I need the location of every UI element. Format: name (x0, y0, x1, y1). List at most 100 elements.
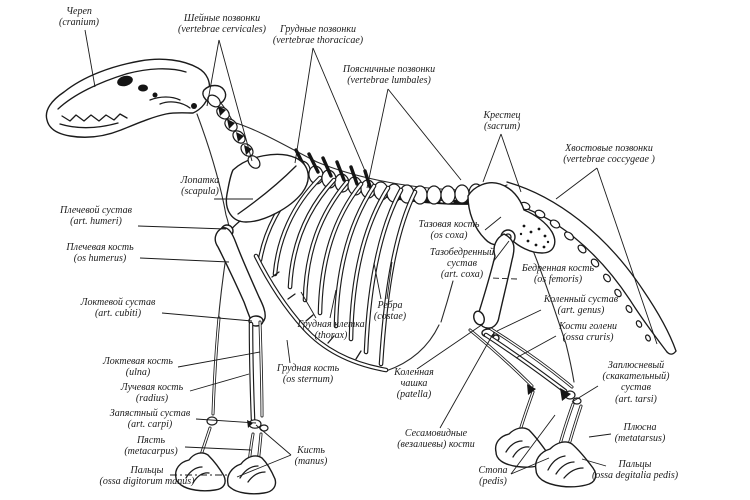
label-metacarpus: Пясть(metacarpus) (110, 435, 192, 457)
label-manus: Кисть(manus) (282, 445, 340, 467)
text-line: Тазобедренный (429, 247, 495, 258)
label-sternum: Грудная кость(os sternum) (266, 363, 350, 385)
text-line: Грудная клетка (297, 319, 365, 330)
text-line: (ossa degitalia pedis) (591, 470, 679, 482)
text-line: (везалиевы) кости (397, 439, 475, 451)
text-line: (os humerus) (73, 253, 127, 265)
text-line: (os sternum) (282, 374, 334, 386)
label-scapula: Лопатка(scapula) (165, 175, 235, 197)
text-line: Кости голени (558, 321, 618, 332)
label-cervical-vertebrae: Шейные позвонки(vertebrae cervicales) (166, 13, 278, 35)
text-line: Поясничные позвонки (342, 64, 436, 75)
label-ulna: Локтевая кость(ulna) (92, 356, 184, 378)
label-fore-digits: Пальцы(ossa digitorum manus) (88, 465, 206, 487)
text-line: Пальцы (618, 459, 652, 470)
text-line: (vertebrae coccygeae ) (563, 154, 655, 166)
text-line: (sacrum) (483, 121, 521, 133)
label-shin-bones: Кости голени(ossa cruris) (549, 321, 627, 343)
text-line: чашка (400, 378, 428, 390)
text-line: (ulna) (125, 367, 151, 379)
text-line: (thorax) (314, 330, 348, 342)
text-line: Коленный сустав (543, 294, 619, 305)
label-hind-digits: Пальцы(ossa degitalia pedis) (578, 459, 692, 481)
text-line: (art. cubiti) (94, 308, 142, 320)
label-metatarsus: Плюсна(metatarsus) (604, 422, 676, 444)
near-hind-leg (473, 233, 597, 488)
text-line: (radius) (135, 393, 169, 405)
text-line: Сесамовидные (404, 428, 468, 439)
label-cranium: Череп(cranium) (39, 6, 119, 28)
text-line: (vertebrae thoracicae) (272, 35, 364, 47)
label-tarsal-joint: Заплюсневый(скакательный)сустав(art. tar… (590, 360, 682, 405)
label-thorax: Грудная клетка(thorax) (285, 319, 377, 341)
text-line: (metatarsus) (614, 433, 666, 445)
text-line: (scapula) (181, 186, 219, 198)
near-front-leg (226, 320, 277, 495)
text-line: (скакательный) (602, 371, 670, 383)
scapula-bone (225, 153, 309, 235)
text-line: Пясть (136, 435, 166, 446)
far-front-leg (174, 316, 226, 492)
humerus-bone (214, 224, 266, 327)
text-line: Шейные позвонки (183, 13, 261, 24)
text-line: Стопа (478, 465, 508, 476)
text-line: Коленная (394, 367, 434, 378)
text-line: (art. tarsi) (615, 393, 657, 405)
ribcage (256, 176, 415, 370)
label-sacrum: Крестец(sacrum) (467, 110, 537, 132)
text-line: Плюсна (623, 422, 657, 433)
label-pelvic-bone: Тазовая кость(os coxa) (407, 219, 491, 241)
label-costae: Ребра(costae) (359, 300, 421, 322)
text-line: (art. coxa) (440, 269, 484, 281)
label-caudal-vertebrae: Хвостовые позвонки(vertebrae coccygeae ) (550, 143, 668, 165)
text-line: (art. carpi) (127, 419, 173, 431)
text-line: Крестец (483, 110, 521, 121)
text-line: (ossa cruris) (562, 332, 614, 344)
label-sesamoid-bones: Сесамовидные(везалиевы) кости (380, 428, 492, 450)
label-elbow-joint: Локтевой сустав(art. cubiti) (68, 297, 168, 319)
skull (45, 58, 211, 138)
text-line: Лопатка (180, 175, 220, 186)
text-line: Плечевая кость (66, 242, 134, 253)
text-line: (metacarpus) (124, 446, 178, 458)
text-line: Грудные позвонки (279, 24, 357, 35)
text-line: (vertebrae cervicales) (177, 24, 266, 36)
text-line: Хвостовые позвонки (565, 143, 653, 154)
text-line: (os femoris) (533, 274, 583, 286)
text-line: Плечевой сустав (60, 205, 132, 216)
text-line: Ребра (377, 300, 403, 311)
text-line: Череп (66, 6, 92, 17)
text-line: Локтевая кость (103, 356, 173, 367)
text-line: Запястный сустав (109, 408, 191, 419)
text-line: (costae) (373, 311, 407, 323)
text-line: Заплюсневый (607, 360, 665, 371)
text-line: (art. genus) (557, 305, 605, 317)
label-pes: Стопа(pedis) (470, 465, 516, 487)
text-line: (ossa digitorum manus) (99, 476, 195, 488)
text-line: сустав (447, 258, 477, 270)
text-line: (os coxa) (430, 230, 468, 242)
text-line: Локтевой сустав (80, 297, 156, 308)
text-line: (art. humeri) (70, 216, 122, 228)
label-carpal-joint: Запястный сустав(art. carpi) (98, 408, 202, 430)
label-shoulder-joint: Плечевой сустав(art. humeri) (48, 205, 144, 227)
text-line: Пальцы (130, 465, 164, 476)
label-radius: Лучевая кость(radius) (108, 382, 196, 404)
text-line: сустав (621, 382, 651, 394)
leader-lines (84, 29, 658, 478)
text-line: (manus) (294, 456, 328, 468)
label-femur: Бедренная кость(os femoris) (512, 263, 604, 285)
label-lumbar-vertebrae: Поясничные позвонки(vertebrae lumbales) (330, 64, 448, 86)
text-line: Бедренная кость (521, 263, 595, 274)
text-line: Кисть (297, 445, 325, 456)
text-line: Грудная кость (276, 363, 340, 374)
label-thoracic-vertebrae: Грудные позвонки(vertebrae thoracicae) (262, 24, 374, 46)
text-line: Лучевая кость (120, 382, 184, 393)
text-line: (cranium) (59, 17, 99, 29)
text-line: (vertebrae lumbales) (347, 75, 431, 87)
text-line: Тазовая кость (418, 219, 480, 230)
